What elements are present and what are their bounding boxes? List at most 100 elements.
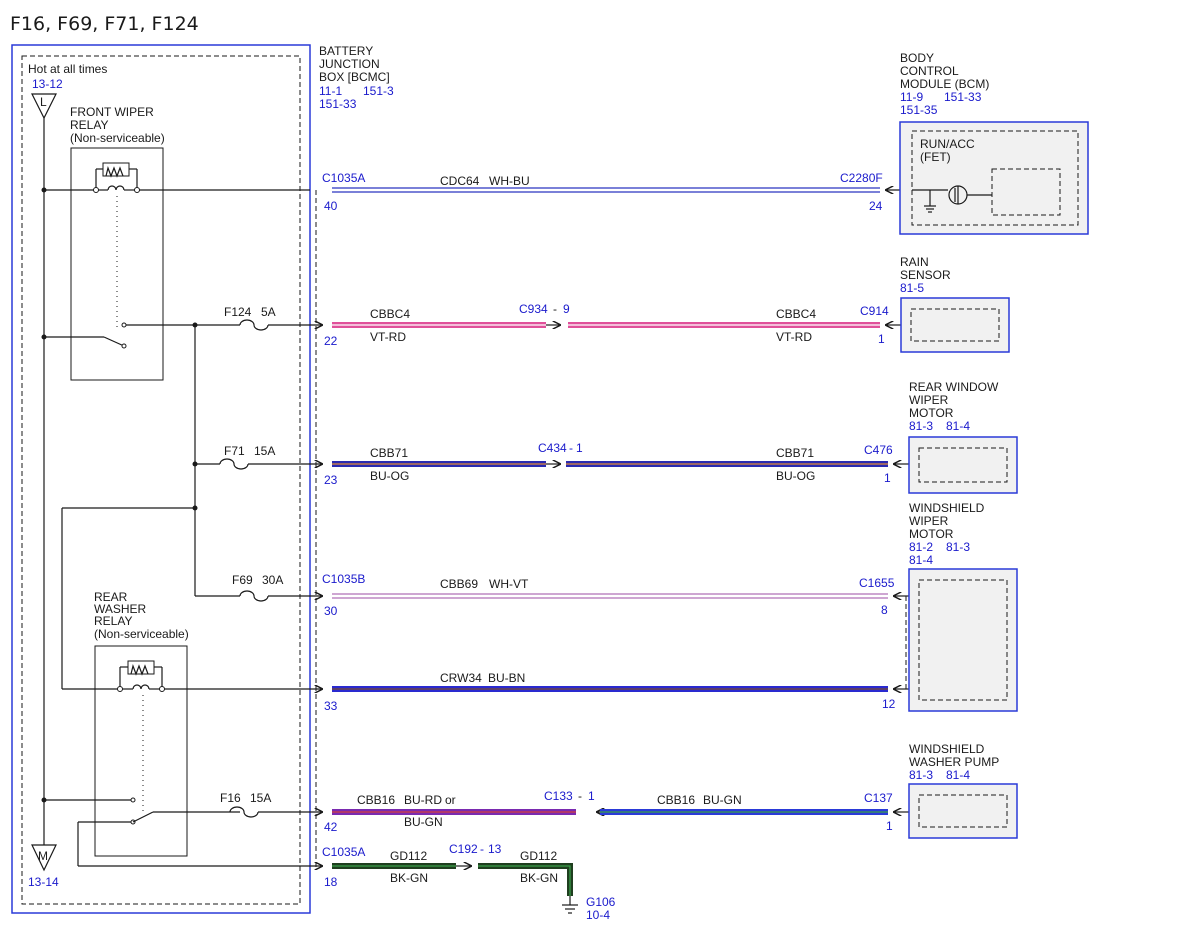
w2-mid-conn: C934 — [519, 302, 548, 316]
rear-wiper-label-1: REAR WINDOW — [909, 380, 999, 394]
ground-letter: M — [38, 849, 48, 863]
w3-pin-left: 23 — [324, 473, 338, 487]
w6-color-left-2: BU-GN — [404, 815, 443, 829]
fuse-f69-amp: 30A — [262, 573, 283, 587]
w2-color-left: VT-RD — [370, 330, 406, 344]
hot-ref: 13-12 — [32, 77, 63, 91]
fuse-f69-label: F69 — [232, 573, 253, 587]
w4-circuit: CBB69 — [440, 577, 478, 591]
bjb-outer-box — [11, 44, 311, 914]
bjb-ref-3: 151-33 — [319, 97, 357, 111]
w4-color: WH-VT — [489, 577, 529, 591]
fuse-f16-amp: 15A — [250, 791, 271, 805]
bjb-ref-2: 151-3 — [363, 84, 394, 98]
w3-circuit-right: CBB71 — [776, 446, 814, 460]
w6-pin-right: 1 — [886, 819, 893, 833]
w2-conn-right: C914 — [860, 304, 889, 318]
washer-label-2: WASHER PUMP — [909, 755, 999, 769]
bcm-label-1: BODY — [900, 51, 934, 65]
ws-wiper-motor-module — [908, 568, 1018, 712]
ws-wiper-ref-1: 81-2 — [909, 540, 933, 554]
w5-pin-left: 33 — [324, 699, 338, 713]
hot-label: Hot at all times — [28, 62, 107, 76]
ws-wiper-label-1: WINDSHIELD — [909, 501, 985, 515]
ws-wiper-ref-3: 81-4 — [909, 553, 933, 567]
w2-mid-pin: 9 — [563, 302, 570, 316]
w5-pin-right: 12 — [882, 697, 896, 711]
w6-circuit-right: CBB16 — [657, 793, 695, 807]
w4-conn-left: C1035B — [322, 572, 365, 586]
w3-mid-conn: C434 — [538, 441, 567, 455]
ws-wiper-ref-2: 81-3 — [946, 540, 970, 554]
w4-pin-left: 30 — [324, 604, 338, 618]
w5-circuit: CRW34 — [440, 671, 482, 685]
w7-color-left: BK-GN — [390, 871, 428, 885]
w1-pin-left: 40 — [324, 199, 338, 213]
ground-ref: 13-14 — [28, 875, 59, 889]
w5-color: BU-BN — [488, 671, 525, 685]
w2-pin-right: 1 — [878, 332, 885, 346]
bcm-ref-1: 11-9 — [900, 90, 923, 104]
rain-sensor-module — [900, 297, 1010, 353]
bcm-inner-2: (FET) — [920, 150, 951, 164]
ws-wiper-label-2: WIPER — [909, 514, 949, 528]
fuse-f69-icon — [239, 590, 269, 602]
w6-mid-conn: C133 — [544, 789, 573, 803]
w6-conn-right: C137 — [864, 791, 893, 805]
w2-pin-left: 22 — [324, 334, 338, 348]
rear-relay-label-2: WASHER — [94, 602, 147, 616]
bjb-ref-1: 11-1 — [319, 84, 342, 98]
fuse-f16-icon — [229, 806, 259, 818]
w2-color-right: VT-RD — [776, 330, 812, 344]
washer-label-1: WINDSHIELD — [909, 742, 985, 756]
bcm-ref-2: 151-33 — [944, 90, 982, 104]
rain-label-1: RAIN — [900, 255, 929, 269]
page-title: F16, F69, F71, F124 — [10, 13, 199, 35]
washer-ref-2: 81-4 — [946, 768, 970, 782]
w7-mid-pin: 13 — [488, 842, 502, 856]
rear-wiper-ref-1: 81-3 — [909, 419, 933, 433]
fuse-f16-label: F16 — [220, 791, 241, 805]
hot-triangle-icon — [31, 93, 57, 120]
bcm-label-3: MODULE (BCM) — [900, 77, 989, 91]
w1-color: WH-BU — [489, 174, 530, 188]
w4-pin-right: 8 — [881, 603, 888, 617]
svg-text:-: - — [569, 441, 573, 455]
w1-pin-right: 24 — [869, 199, 883, 213]
rear-relay-label-3: RELAY — [94, 614, 132, 628]
w7-pin-left: 18 — [324, 875, 338, 889]
hot-letter: L — [40, 95, 47, 109]
rear-wiper-ref-2: 81-4 — [946, 419, 970, 433]
w1-conn-left: C1035A — [322, 171, 365, 185]
fuse-f71-label: F71 — [224, 444, 245, 458]
bjb-inner-box — [21, 55, 301, 905]
bjb-label-1: BATTERY — [319, 44, 373, 58]
fuse-f71-amp: 15A — [254, 444, 275, 458]
rear-wiper-label-2: WIPER — [909, 393, 949, 407]
w3-mid-pin: 1 — [576, 441, 583, 455]
bjb-label-3: BOX [BCMC] — [319, 70, 390, 84]
washer-pump-module — [908, 783, 1018, 839]
ws-wiper-label-3: MOTOR — [909, 527, 954, 541]
front-wiper-relay — [70, 147, 164, 381]
w7-color-right: BK-GN — [520, 871, 558, 885]
w6-mid-pin: 1 — [588, 789, 595, 803]
w3-conn-right: C476 — [864, 443, 893, 457]
w6-color-left-1: BU-RD — [404, 793, 442, 807]
washer-ref-1: 81-3 — [909, 768, 933, 782]
w7-mid-conn: C192 — [449, 842, 478, 856]
rear-wiper-motor-module — [908, 436, 1018, 494]
rear-wiper-label-3: MOTOR — [909, 406, 954, 420]
w7-circuit-left: GD112 — [390, 849, 427, 863]
svg-text:-: - — [553, 302, 557, 316]
bcm-label-2: CONTROL — [900, 64, 959, 78]
rear-relay-label-1: REAR — [94, 590, 128, 604]
front-relay-label-1: FRONT WIPER — [70, 105, 154, 119]
w3-pin-right: 1 — [884, 471, 891, 485]
w6-circuit-left: CBB16 — [357, 793, 395, 807]
ground-g106: G106 — [586, 895, 616, 909]
w3-color-right: BU-OG — [776, 469, 815, 483]
front-relay-label-2: RELAY — [70, 118, 108, 132]
fuse-f124-amp: 5A — [261, 305, 276, 319]
